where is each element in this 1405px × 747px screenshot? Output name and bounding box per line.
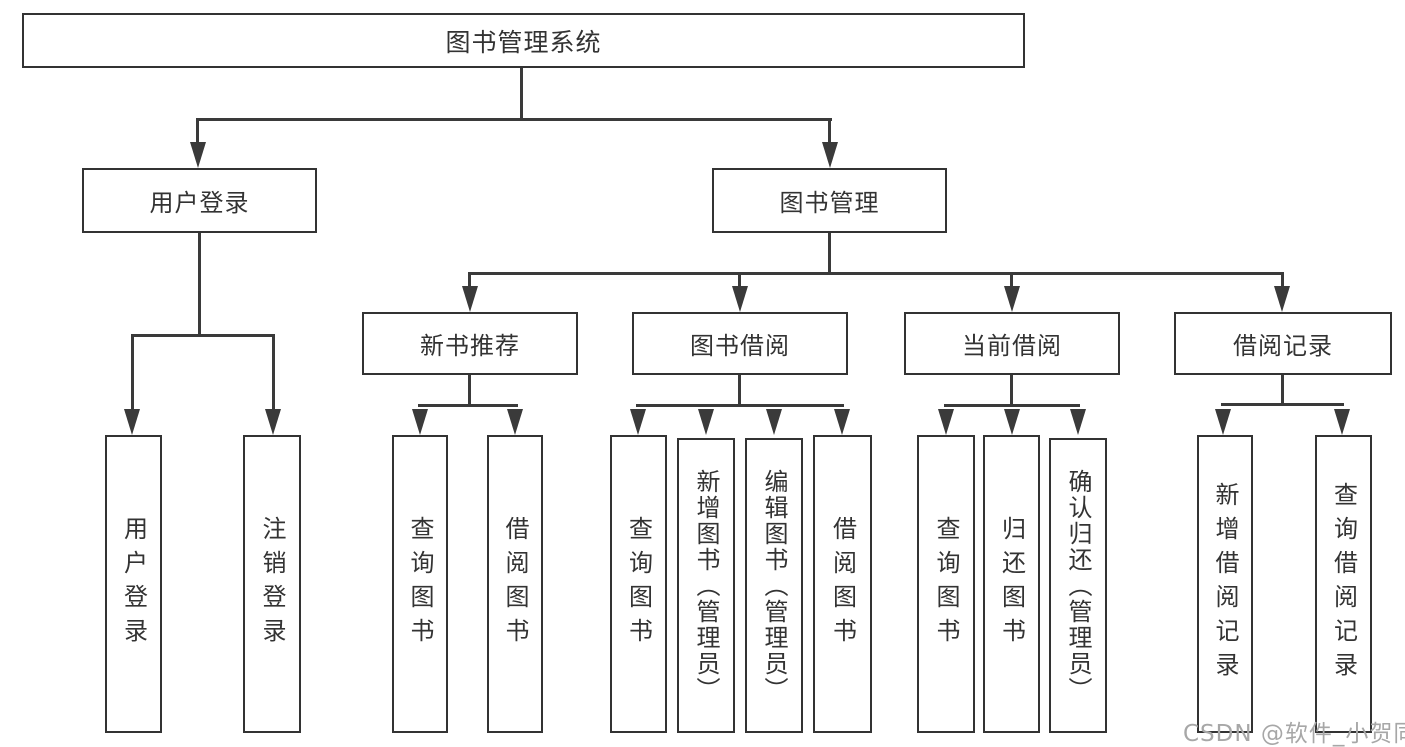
node-user-login: 用户登录 [82,168,317,233]
leaf-label: 确认归还（管理员） [1064,468,1092,703]
node-borrowing-records: 借阅记录 [1174,312,1392,375]
leaf-query-books-borrowing: 查询图书 [610,435,667,733]
leaf-label: 用户登录 [119,516,148,652]
connector-stem [738,375,741,407]
leaf-label: 新增图书（管理员） [692,468,720,703]
leaf-label: 归还图书 [997,516,1026,652]
connector-user-login-rail [131,334,275,337]
arrowhead [1334,409,1350,435]
node-book-management: 图书管理 [712,168,947,233]
leaf-label: 注销登录 [258,516,286,652]
leaf-query-books-current: 查询图书 [917,435,975,733]
connector-book-mgmt-stem [828,233,831,275]
arrowhead [766,409,782,435]
connector-stem [1010,375,1013,407]
leaf-label: 查询图书 [932,516,960,652]
connector-user-login-drop [196,118,199,148]
connector-level2-rail [468,272,1284,275]
leaf-label: 借阅图书 [828,516,857,652]
arrowhead [190,142,206,168]
arrowhead [1004,286,1020,312]
arrowhead [1070,409,1086,435]
connector-level1-rail [196,118,832,121]
leaf-query-borrow-record: 查询借阅记录 [1315,435,1372,733]
arrowhead [630,409,646,435]
connector-book-mgmt-drop [828,118,831,148]
node-current-borrowing: 当前借阅 [904,312,1120,375]
connector-drop [468,272,471,290]
leaf-label: 查询借阅记录 [1329,482,1358,686]
leaf-confirm-return-admin: 确认归还（管理员） [1049,438,1107,733]
leaf-return-book: 归还图书 [983,435,1040,733]
node-new-book-recommend: 新书推荐 [362,312,578,375]
arrowhead [938,409,954,435]
node-book-borrowing: 图书借阅 [632,312,848,375]
arrowhead [698,409,714,435]
node-label: 借阅记录 [1233,332,1333,360]
leaf-logout: 注销登录 [243,435,301,733]
connector-stem [1281,375,1284,405]
leaf-add-borrow-record: 新增借阅记录 [1197,435,1253,733]
leaf-add-book-admin: 新增图书（管理员） [677,438,735,733]
csdn-watermark: CSDN @软件_小贺同学 [1183,721,1405,747]
arrowhead [834,409,850,435]
arrowhead [507,409,523,435]
arrowhead [822,142,838,168]
arrowhead [412,409,428,435]
connector-drop [272,334,275,412]
connector-stem [468,375,471,407]
node-label: 图书管理 [779,189,880,217]
connector-drop [738,272,741,290]
arrowhead [265,409,281,435]
arrowhead [1004,409,1020,435]
connector-rail [1221,403,1344,406]
node-root-library-system: 图书管理系统 [22,13,1025,68]
leaf-label: 查询图书 [406,516,434,652]
connector-drop [1281,272,1284,290]
node-label: 图书管理系统 [445,27,602,57]
leaf-label: 查询图书 [624,516,653,652]
leaf-label: 新增借阅记录 [1211,482,1239,686]
leaf-label: 借阅图书 [501,516,529,652]
connector-rail [418,404,518,407]
connector-drop [131,334,134,412]
leaf-label: 编辑图书（管理员） [760,468,788,703]
connector-user-login-stem [198,233,201,337]
node-label: 用户登录 [149,189,250,217]
leaf-borrow-books-recommend: 借阅图书 [487,435,543,733]
connector-rail [636,404,844,407]
connector-drop [1010,272,1013,290]
leaf-query-books-recommend: 查询图书 [392,435,448,733]
arrowhead [124,409,140,435]
leaf-edit-book-admin: 编辑图书（管理员） [745,438,803,733]
arrowhead [1274,286,1290,312]
node-label: 当前借阅 [962,332,1062,360]
arrowhead [462,286,478,312]
connector-rail [944,404,1080,407]
leaf-borrow-books-borrowing: 借阅图书 [813,435,872,733]
connector-root-stem [520,68,523,120]
node-label: 新书推荐 [420,332,520,360]
arrowhead [1215,409,1231,435]
arrowhead [732,286,748,312]
leaf-user-login: 用户登录 [105,435,162,733]
node-label: 图书借阅 [690,332,790,360]
